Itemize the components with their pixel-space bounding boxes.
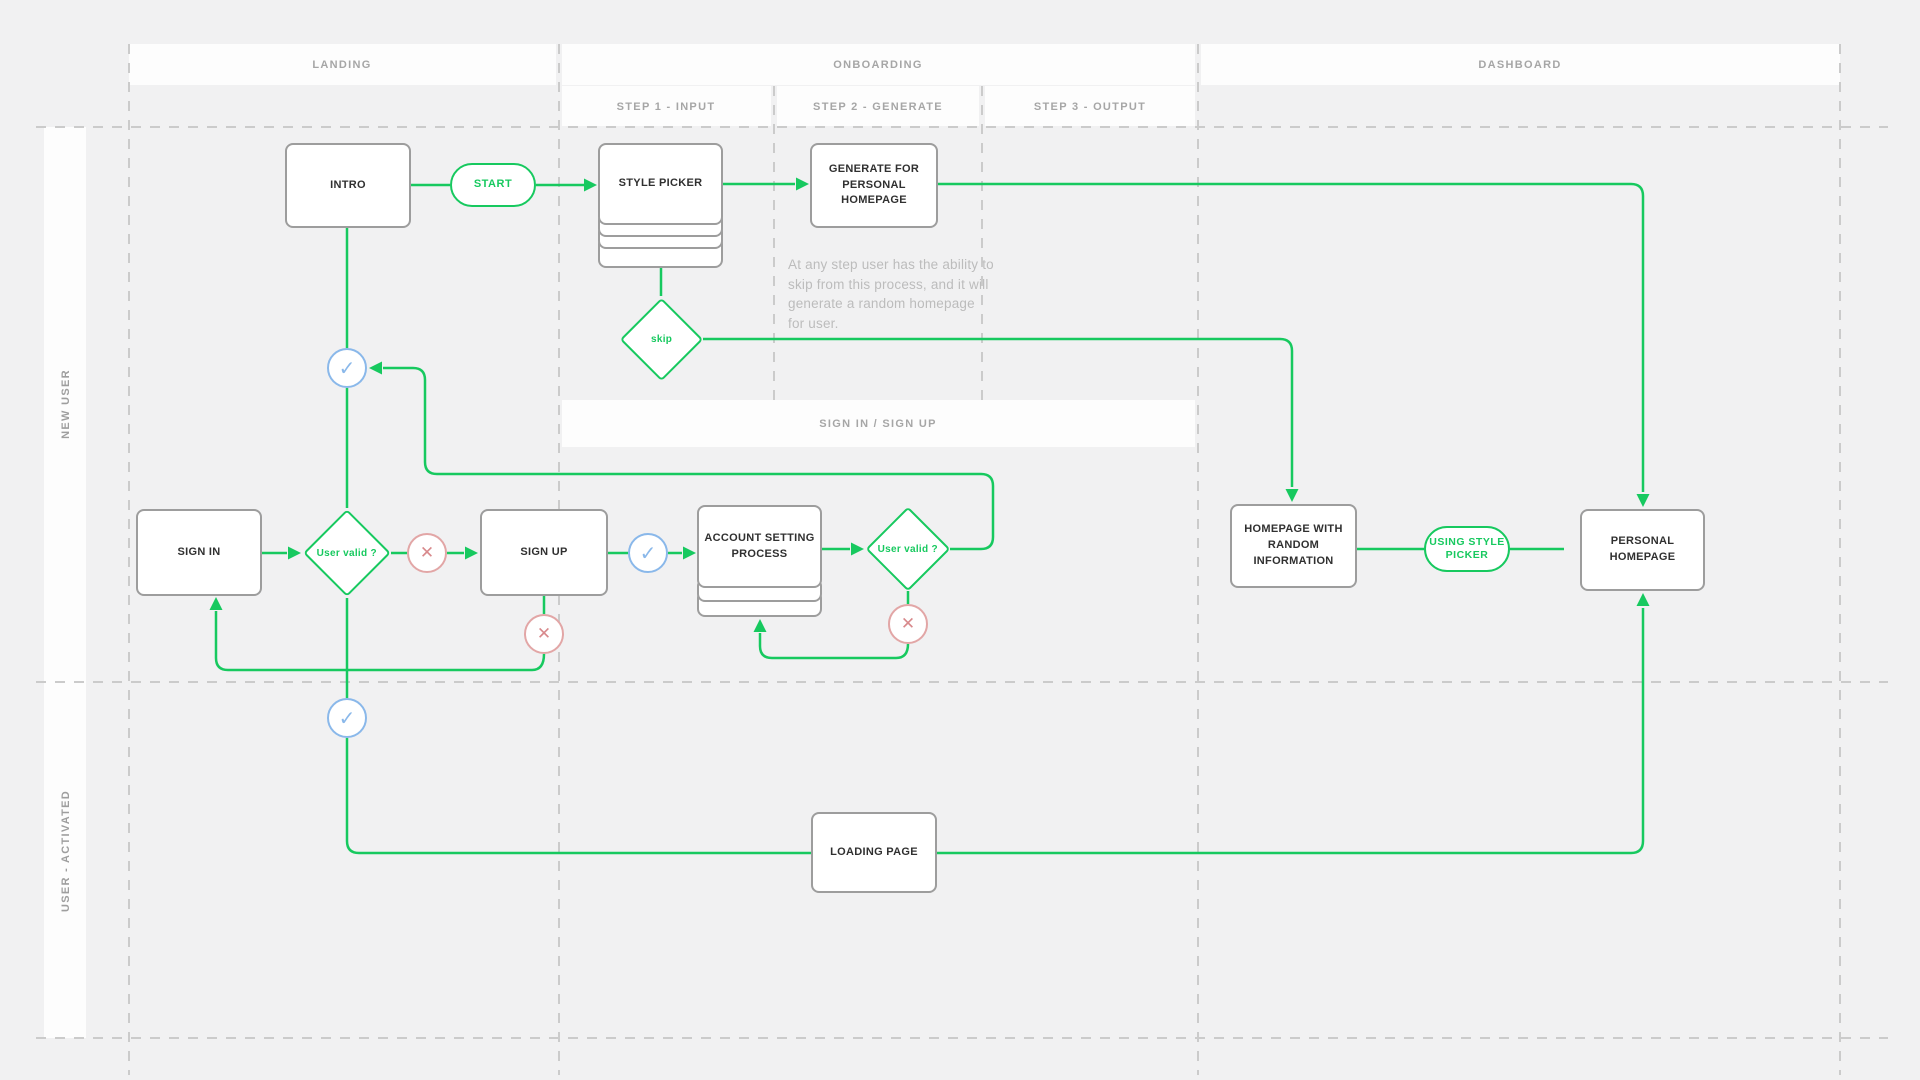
node-loading-page-label: LOADING PAGE [830, 845, 918, 858]
node-user-valid-1-label: User valid ? [316, 547, 378, 559]
node-sign-in[interactable]: SIGN IN [136, 509, 262, 596]
step2-band [777, 86, 979, 126]
step3-band [985, 86, 1195, 126]
node-loading-page[interactable]: LOADING PAGE [811, 812, 937, 893]
onboarding-column-band [562, 44, 1195, 85]
cross-circle-sign-in[interactable]: ✕ [407, 533, 447, 573]
node-sign-up-label: SIGN UP [520, 545, 568, 558]
grid-vline-step2-step3 [981, 86, 983, 400]
node-sign-in-label: SIGN IN [177, 545, 221, 558]
check-icon: ✓ [338, 707, 356, 730]
skip-note: At any step user has the ability to skip… [788, 255, 994, 333]
check-icon: ✓ [338, 357, 356, 380]
grid-vline-dashboard-right [1839, 44, 1841, 1075]
node-using-style-picker[interactable]: USING STYLE PICKER [1424, 526, 1510, 572]
node-personal-homepage-label: PERSONAL HOMEPAGE [1609, 535, 1676, 563]
step-label-output: STEP 3 - OUTPUT [1033, 101, 1147, 113]
node-intro[interactable]: INTRO [285, 143, 411, 228]
node-generate-for-personal-homepage[interactable]: GENERATE FOR PERSONAL HOMEPAGE [810, 143, 938, 228]
check-circle-top[interactable]: ✓ [327, 348, 367, 388]
skip-note-line: for user. [788, 315, 839, 331]
grid-vline-step1-step2 [773, 86, 775, 400]
node-homepage-random-label: HOMEPAGE WITH RANDOM INFORMATION [1244, 523, 1343, 567]
grid-vline-onboarding-dashboard [1197, 44, 1199, 1075]
node-user-valid-2-label: User valid ? [877, 543, 939, 555]
node-personal-homepage[interactable]: PERSONAL HOMEPAGE [1580, 509, 1705, 591]
cross-icon: ✕ [419, 543, 435, 562]
cross-circle-account-setting[interactable]: ✕ [888, 604, 928, 644]
grid-hline-header [36, 126, 1888, 128]
row-label-band [44, 127, 86, 1038]
landing-column-band [129, 44, 556, 85]
check-icon: ✓ [639, 542, 657, 565]
grid-vline-landing-left [128, 44, 130, 1075]
skip-note-line: At any step user has the ability to [788, 257, 994, 272]
column-label-landing: LANDING [312, 59, 372, 71]
step-label-input: STEP 1 - INPUT [616, 101, 716, 113]
skip-note-line: skip from this process, and it will [788, 276, 989, 292]
cross-icon: ✕ [900, 614, 916, 633]
node-generate-label: GENERATE FOR PERSONAL HOMEPAGE [828, 162, 920, 207]
node-style-picker-card[interactable]: STYLE PICKER [598, 143, 723, 225]
skip-note-line: generate a random homepage [788, 296, 975, 311]
dashboard-column-band [1201, 44, 1840, 85]
step1-band [562, 86, 771, 126]
check-circle-sign-up[interactable]: ✓ [628, 533, 668, 573]
sign-in-sign-up-band [562, 400, 1195, 447]
node-using-style-picker-label: USING STYLE PICKER [1429, 535, 1505, 561]
node-start-label: START [473, 178, 513, 191]
node-intro-label: INTRO [330, 178, 366, 191]
node-sign-up[interactable]: SIGN UP [480, 509, 608, 596]
node-account-setting-label: ACCOUNT SETTING PROCESS [704, 531, 815, 560]
node-style-picker-label: STYLE PICKER [618, 177, 703, 190]
node-start[interactable]: START [450, 163, 536, 207]
sign-in-sign-up-label: SIGN IN / SIGN UP [819, 418, 937, 430]
step-label-generate: STEP 2 - GENERATE [813, 101, 943, 113]
cross-circle-sign-up[interactable]: ✕ [524, 614, 564, 654]
column-label-onboarding: ONBOARDING [833, 59, 923, 71]
grid-hline-row-split [36, 681, 1888, 683]
grid-hline-bottom [36, 1037, 1888, 1039]
column-label-dashboard: DASHBOARD [1478, 59, 1562, 71]
node-skip-label: skip [650, 334, 673, 345]
cross-icon: ✕ [536, 624, 552, 643]
node-account-setting-card[interactable]: ACCOUNT SETTING PROCESS [697, 505, 822, 588]
node-homepage-random[interactable]: HOMEPAGE WITH RANDOM INFORMATION [1230, 504, 1357, 588]
check-circle-activated[interactable]: ✓ [327, 698, 367, 738]
